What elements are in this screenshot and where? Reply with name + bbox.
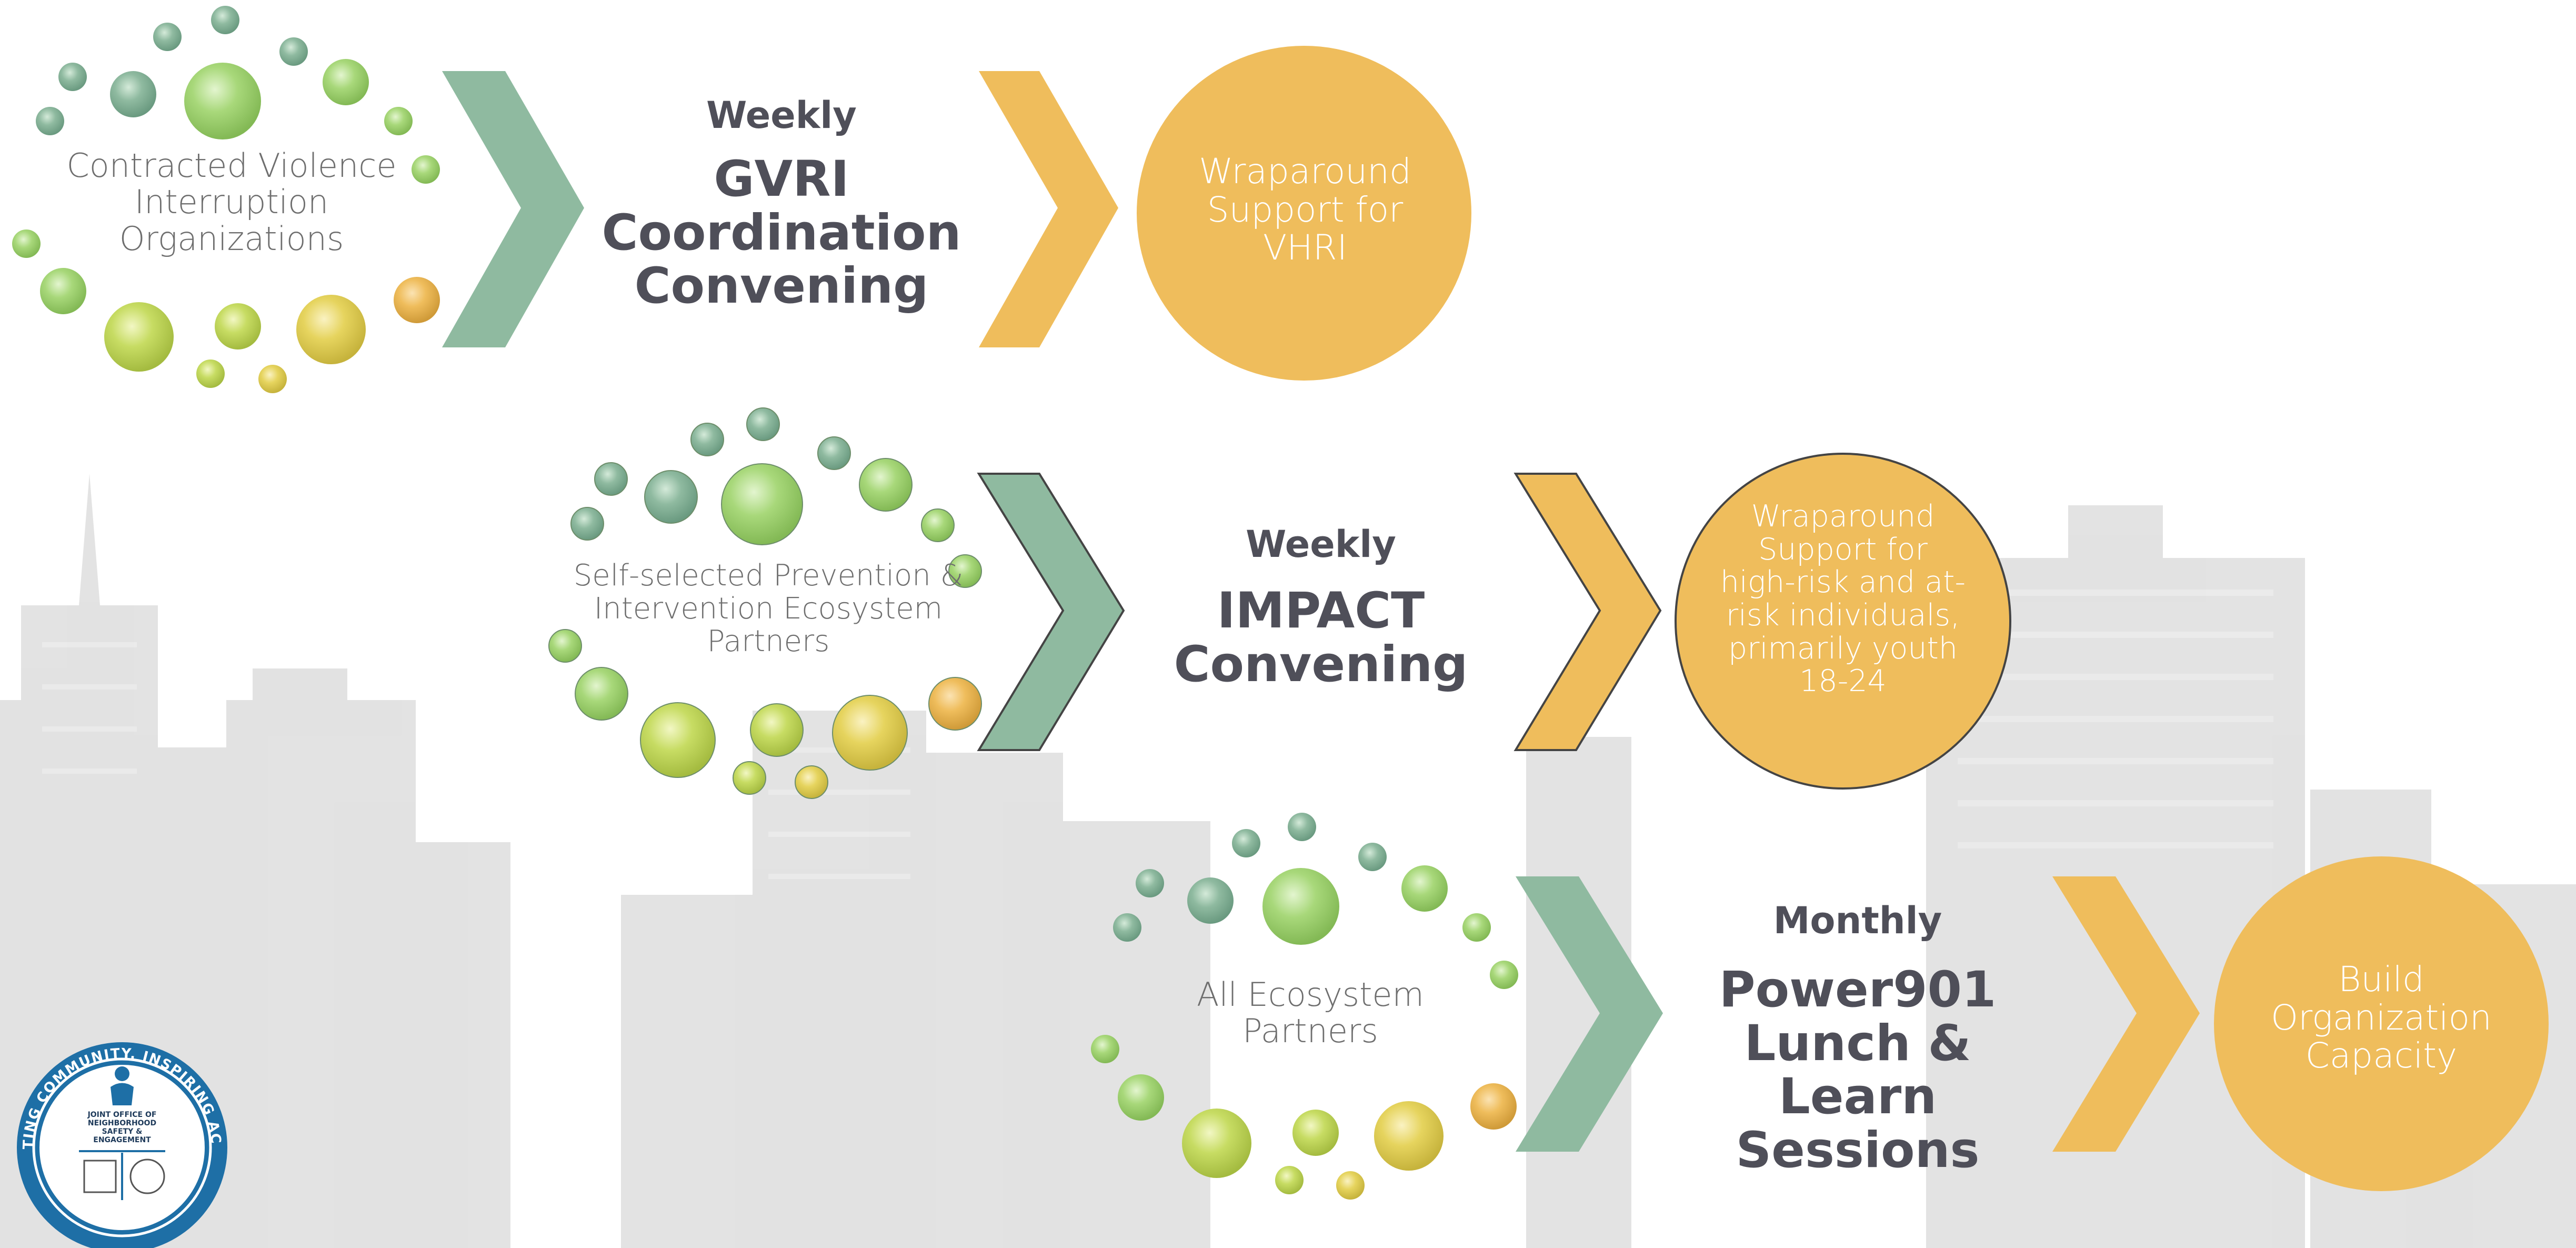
seal-org-name: JOINT OFFICE OF NEIGHBORHOOD SAFETY & EN… bbox=[87, 1111, 157, 1145]
convening-title-row3: Power901 Lunch & Learn Sessions bbox=[1719, 961, 1997, 1179]
chevron-icon bbox=[979, 71, 1118, 347]
chevron-icon bbox=[1516, 876, 1663, 1152]
outcome-circle-2 bbox=[1675, 453, 2011, 790]
dot-ring-row2 bbox=[548, 407, 982, 799]
outcome-text-row2: Wraparound Support for high-risk and at-… bbox=[1720, 499, 1966, 699]
outcome-circle-1 bbox=[1137, 46, 1471, 381]
outcome-text-row1: Wraparound Support for VHRI bbox=[1199, 151, 1411, 268]
frequency-row2: Weekly bbox=[1246, 523, 1396, 566]
frequency-row3: Monthly bbox=[1773, 899, 1942, 942]
dot-ring-row3 bbox=[1091, 813, 1518, 1200]
chevron-icon bbox=[977, 473, 1125, 751]
source-label-row1: Contracted Violence Interruption Organiz… bbox=[66, 146, 397, 258]
chevron-icon bbox=[2052, 876, 2200, 1152]
outcome-text-row3: Build Organization Capacity bbox=[2271, 959, 2492, 1076]
convening-title-row1: GVRI Coordination Convening bbox=[602, 151, 961, 315]
outcome-circle-3 bbox=[2214, 856, 2549, 1191]
source-label-row2: Self-selected Prevention & Intervention … bbox=[573, 558, 964, 659]
skyline-windows bbox=[42, 590, 2273, 879]
chevron-icon bbox=[442, 71, 584, 347]
source-label-row3: All Ecosystem Partners bbox=[1197, 975, 1424, 1051]
dot-ring-row1 bbox=[12, 6, 440, 393]
skyline-background bbox=[0, 474, 2576, 1248]
frequency-row1: Weekly bbox=[706, 94, 857, 137]
chevron-icon bbox=[1513, 473, 1662, 751]
convening-title-row2: IMPACT Convening bbox=[1174, 582, 1468, 693]
